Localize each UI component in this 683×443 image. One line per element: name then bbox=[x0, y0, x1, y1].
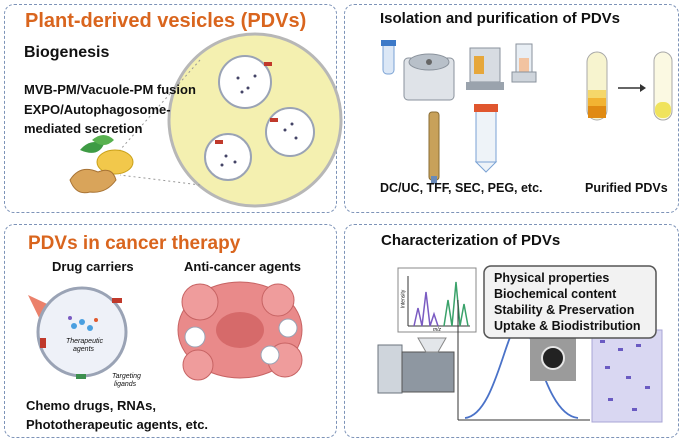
targeting-ligands-label-2: ligands bbox=[114, 381, 137, 388]
characterization-title: Characterization of PDVs bbox=[381, 232, 561, 249]
vesicle-icon bbox=[218, 55, 272, 109]
therapy-bottom-line-1: Chemo drugs, RNAs, bbox=[26, 398, 157, 413]
filtration-system-icon bbox=[466, 47, 504, 90]
property-line-3: Stability & Preservation bbox=[494, 303, 635, 317]
properties-box bbox=[483, 265, 657, 339]
biogenesis-line-2: EXPO/Autophagosome- bbox=[24, 102, 171, 117]
ms-x-label: m/z bbox=[433, 327, 442, 333]
ms-y-label: Intensity bbox=[400, 289, 407, 309]
plant-cell-illustration bbox=[119, 32, 343, 208]
therapy-title: PDVs in cancer therapy bbox=[28, 233, 241, 254]
biogenesis-heading: Biogenesis bbox=[24, 44, 110, 61]
biogenesis-line-1: MVB-PM/Vacuole-PM fusion bbox=[24, 82, 196, 97]
vesicle-icon bbox=[204, 133, 252, 181]
isolation-title: Isolation and purification of PDVs bbox=[380, 10, 621, 27]
centrifuge-icon bbox=[403, 53, 455, 101]
property-line-4: Uptake & Biodistribution bbox=[494, 319, 641, 333]
column-icon bbox=[428, 111, 440, 184]
drug-carriers-label: Drug carriers bbox=[52, 259, 134, 274]
tube-icon bbox=[381, 40, 396, 75]
drug-carrier-vesicle-icon bbox=[28, 286, 128, 379]
therapy-bottom-line-2: Phototherapeutic agents, etc. bbox=[26, 417, 209, 432]
therapeutic-agents-label-1: Therapeutic bbox=[66, 338, 103, 345]
purified-pdvs-label: Purified PDVs bbox=[585, 181, 668, 195]
property-line-1: Physical properties bbox=[494, 271, 610, 285]
targeting-ligands-label-1: Targeting bbox=[112, 373, 141, 380]
instrument-icon bbox=[377, 337, 455, 394]
mass-spectrum-icon bbox=[397, 267, 477, 333]
isolation-methods: DC/UC, TFF, SEC, PEG, etc. bbox=[380, 181, 543, 195]
arrow-right-icon bbox=[618, 84, 646, 92]
property-line-2: Biochemical content bbox=[494, 287, 617, 301]
ginger-lemon-mint-icon bbox=[69, 135, 134, 194]
uptake-grid-icon bbox=[591, 329, 663, 423]
gradient-tube-icon bbox=[586, 51, 608, 121]
purified-tube-icon bbox=[653, 51, 673, 121]
stirrer-bottle-icon bbox=[511, 43, 537, 83]
vesicle-icon bbox=[265, 107, 315, 157]
therapeutic-agents-label-2: agents bbox=[73, 346, 95, 353]
conical-tube-icon bbox=[474, 104, 498, 173]
pdv-title: Plant-derived vesicles (PDVs) bbox=[25, 10, 307, 32]
anti-cancer-agents-label: Anti-cancer agents bbox=[184, 259, 302, 274]
tem-image-icon bbox=[530, 335, 576, 381]
biogenesis-line-3: mediated secretion bbox=[24, 121, 143, 136]
tumor-cells-icon bbox=[177, 281, 303, 381]
panel-isolation-purification bbox=[344, 4, 679, 213]
